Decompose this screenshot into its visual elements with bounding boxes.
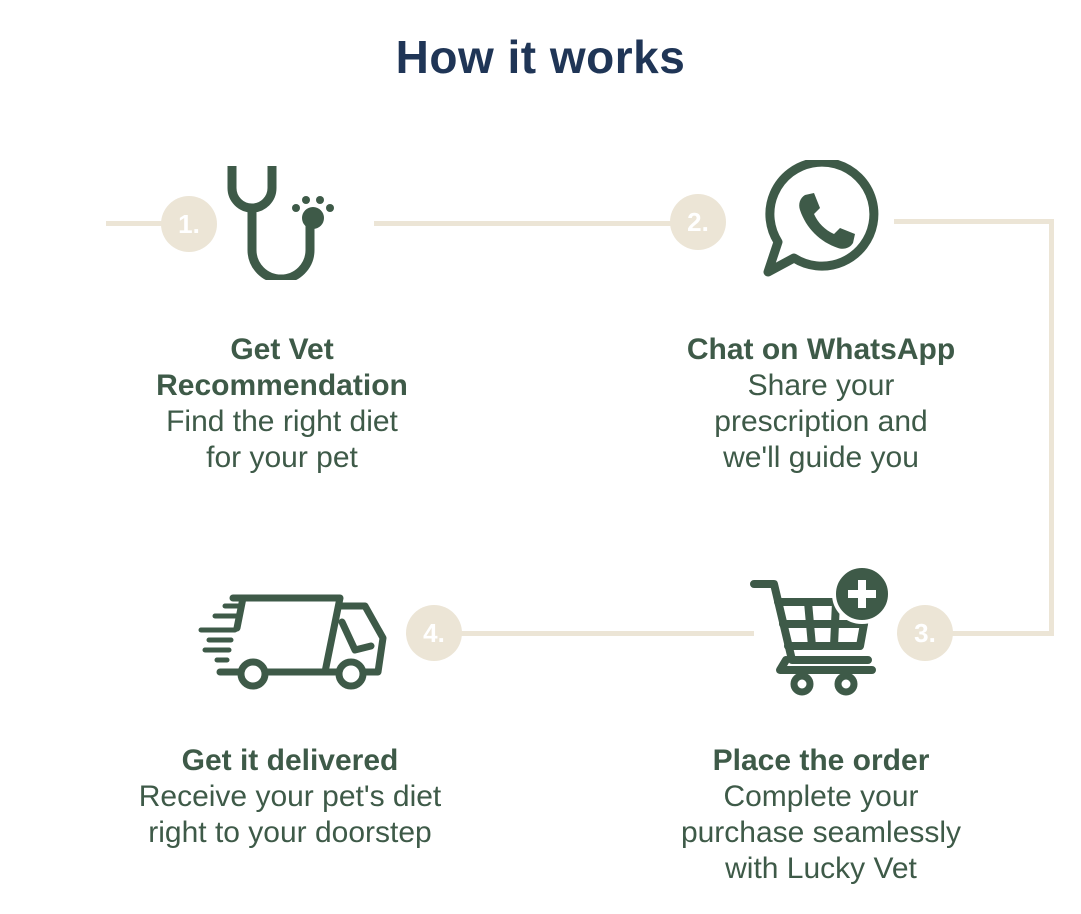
connector-line-2-top <box>894 219 1054 224</box>
connector-line-4-3 <box>458 631 754 636</box>
step-title: Place the order <box>712 744 930 777</box>
whatsapp-icon <box>760 160 882 278</box>
step-description: Complete your <box>723 780 919 813</box>
step-description: Share your <box>747 369 895 402</box>
connector-line-3-bottom <box>950 631 1054 636</box>
step-title: Recommendation <box>156 369 408 402</box>
step-title: Chat on WhatsApp <box>686 333 956 366</box>
step-description: Receive your pet's diet <box>138 780 442 813</box>
step-description: with Lucky Vet <box>725 852 917 885</box>
connector-line-right <box>1049 219 1054 636</box>
step-2: Chat on WhatsApp Share your prescription… <box>631 332 1011 476</box>
shopping-cart-plus-icon <box>750 562 895 697</box>
step-description: right to your doorstep <box>148 816 432 849</box>
step-title: Get it delivered <box>181 744 399 777</box>
step-description: we'll guide you <box>723 441 919 474</box>
page-title: How it works <box>395 31 686 83</box>
step-description: purchase seamlessly <box>680 816 962 849</box>
step-number-badge-2: 2. <box>670 194 726 250</box>
step-4: Get it delivered Receive your pet's diet… <box>100 743 480 851</box>
connector-line-start <box>106 221 164 226</box>
step-number-badge-3: 3. <box>897 605 953 661</box>
step-3: Place the order Complete your purchase s… <box>631 743 1011 887</box>
step-title: Get Vet <box>230 333 334 366</box>
connector-line-1-2 <box>374 221 672 226</box>
step-number-badge-1: 1. <box>161 196 217 252</box>
step-description: Find the right diet <box>166 405 398 438</box>
step-description: for your pet <box>206 441 358 474</box>
stethoscope-paw-icon <box>222 160 342 280</box>
step-number-badge-4: 4. <box>406 605 462 661</box>
step-1: Get Vet Recommendation Find the right di… <box>92 332 472 476</box>
step-description: prescription and <box>714 405 928 438</box>
delivery-truck-icon <box>195 588 390 693</box>
